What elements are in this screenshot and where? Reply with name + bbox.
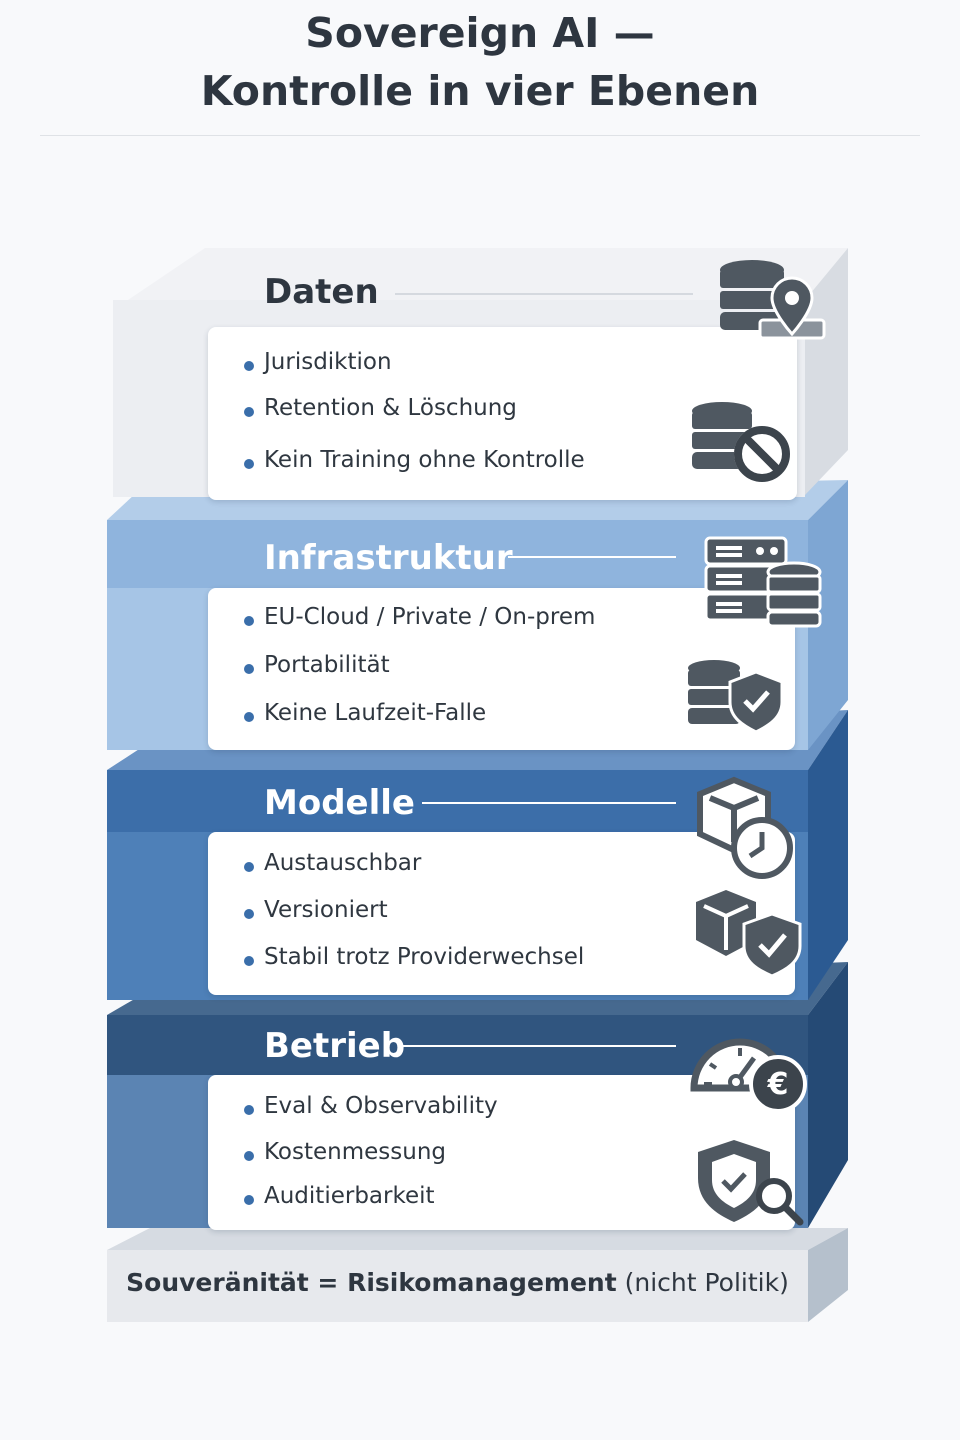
list-item: EU-Cloud / Private / On-prem bbox=[243, 604, 596, 630]
layer-title-line bbox=[403, 1045, 676, 1047]
model-version-clock-icon bbox=[697, 776, 793, 879]
gauge-euro-icon: € bbox=[690, 1038, 807, 1113]
base-top bbox=[107, 1228, 848, 1250]
base-statement: Souveränität = Risikomanagement (nicht P… bbox=[107, 1268, 808, 1297]
base-statement-bold: Souveränität = Risikomanagement bbox=[126, 1268, 617, 1297]
layer-title-infrastruktur: Infrastruktur bbox=[264, 538, 513, 578]
list-item: Eval & Observability bbox=[244, 1093, 498, 1119]
page-title: Sovereign AI — Kontrolle in vier Ebenen bbox=[0, 4, 960, 120]
title-line-1: Sovereign AI — bbox=[305, 9, 655, 57]
layer-title-line bbox=[508, 556, 676, 558]
base-front bbox=[107, 1250, 808, 1322]
list-item: Keine Laufzeit-Falle bbox=[243, 700, 487, 726]
list-item: Kostenmessung bbox=[243, 1139, 447, 1165]
list-item: Portabilität bbox=[244, 652, 390, 678]
shield-search-icon bbox=[698, 1140, 804, 1226]
model-shield-icon bbox=[696, 890, 802, 978]
database-shield-icon bbox=[688, 660, 784, 733]
models-side bbox=[808, 710, 848, 1000]
database-blocked-icon bbox=[692, 402, 790, 482]
layer-title-modelle: Modelle bbox=[264, 783, 415, 823]
layer-card-betrieb: Eval & Observability Kostenmessung Audit… bbox=[208, 1075, 795, 1230]
list-item: Austauschbar bbox=[243, 850, 422, 876]
data-side bbox=[805, 248, 848, 495]
title-divider bbox=[40, 135, 920, 136]
list-item: Versioniert bbox=[244, 897, 388, 923]
layer-title-daten: Daten bbox=[264, 272, 379, 312]
infra-header-band bbox=[107, 520, 808, 588]
list-item: Kein Training ohne Kontrolle bbox=[244, 447, 585, 473]
title-line-2: Kontrolle in vier Ebenen bbox=[200, 67, 760, 115]
list-item: Stabil trotz Providerwechsel bbox=[243, 944, 585, 970]
layer-title-line bbox=[395, 293, 693, 295]
layer-title-line bbox=[422, 802, 676, 804]
database-location-icon bbox=[720, 260, 826, 340]
list-item: Jurisdiktion bbox=[244, 349, 392, 375]
server-database-icon bbox=[704, 536, 822, 628]
layer-card-modelle: Austauschbar Versioniert Stabil trotz Pr… bbox=[208, 832, 795, 995]
ops-side bbox=[808, 962, 848, 1228]
base-statement-normal: (nicht Politik) bbox=[624, 1268, 789, 1297]
base-side bbox=[808, 1228, 848, 1322]
models-header-band bbox=[107, 770, 808, 832]
layer-title-betrieb: Betrieb bbox=[264, 1026, 406, 1066]
svg-text:€: € bbox=[767, 1067, 789, 1102]
infra-side bbox=[808, 480, 848, 750]
list-item: Auditierbarkeit bbox=[244, 1183, 435, 1209]
list-item: Retention & Löschung bbox=[244, 395, 517, 421]
